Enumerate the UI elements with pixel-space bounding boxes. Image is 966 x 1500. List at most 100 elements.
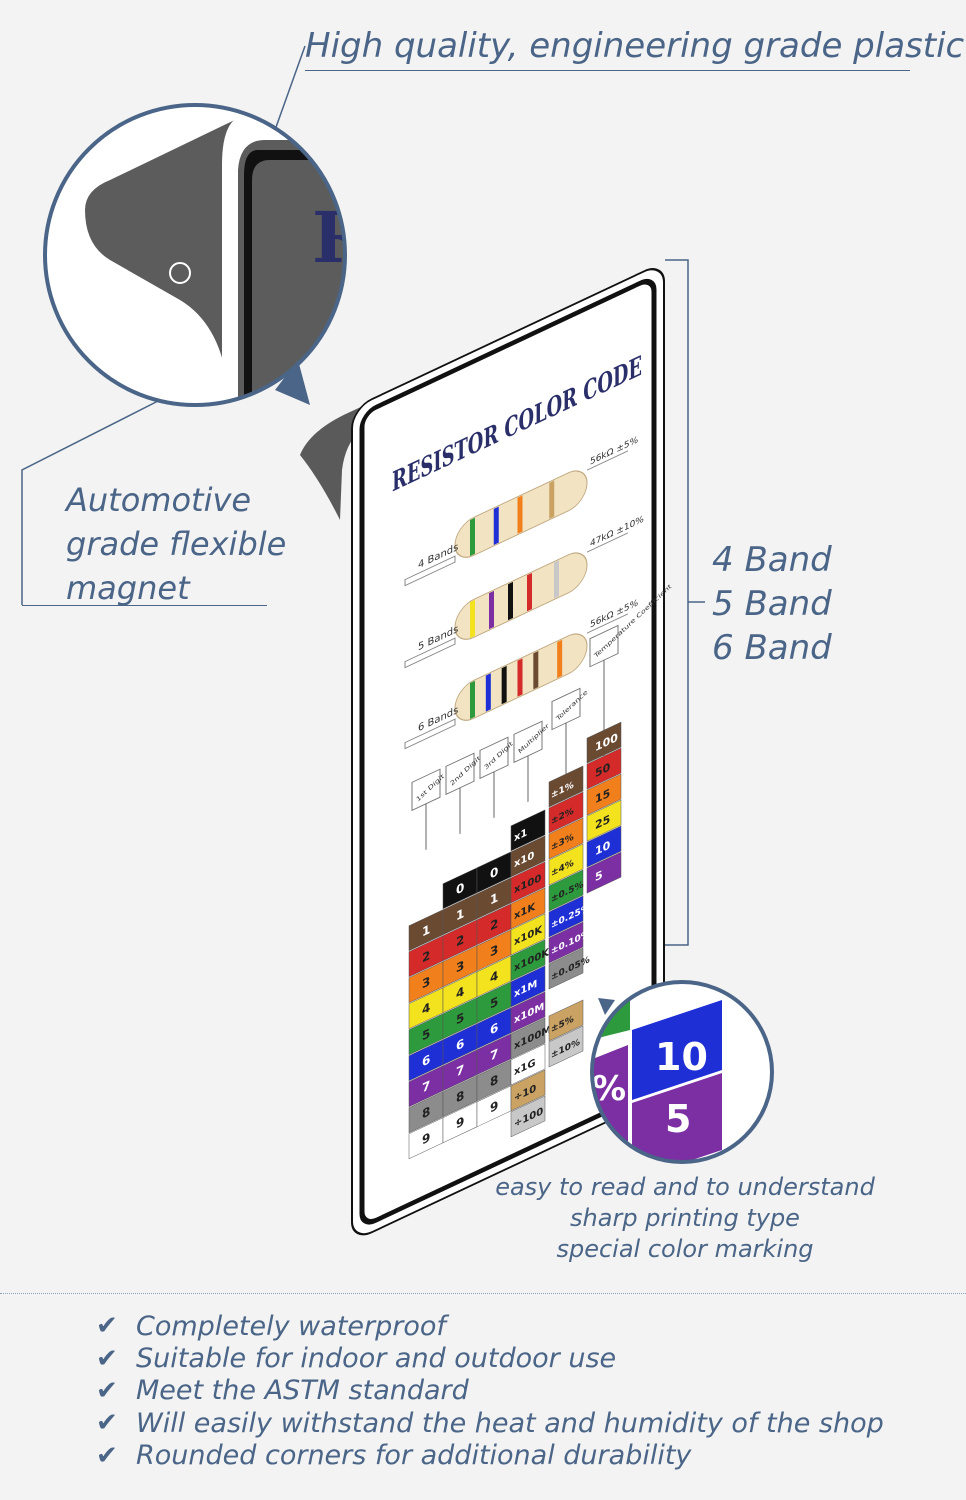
zoom-value-5: 5 xyxy=(665,1097,691,1141)
resistor-band xyxy=(470,517,475,557)
digit-label: 2 xyxy=(490,915,498,933)
digit-label: 1 xyxy=(422,921,430,939)
digit-label: 3 xyxy=(490,941,498,959)
resistor-band xyxy=(549,480,555,519)
digit-label: 6 xyxy=(422,1051,431,1069)
magnet-detail-circle xyxy=(169,262,191,284)
digit-label: 4 xyxy=(490,967,499,985)
detail-magnifier-ring xyxy=(590,980,774,1164)
resistor-band xyxy=(485,673,491,712)
magnet-callout-line-1: Automotive xyxy=(66,481,252,519)
feature-item: ✔Rounded corners for additional durabili… xyxy=(96,1440,692,1472)
digit-label: 7 xyxy=(490,1045,498,1063)
detail-pointer xyxy=(598,998,615,1015)
tolerance-cell xyxy=(548,895,584,938)
band-bracket xyxy=(665,259,689,946)
multiplier-cell xyxy=(510,991,546,1034)
band-6-label: 6 Band xyxy=(712,628,832,668)
digit-label: 9 xyxy=(456,1113,464,1131)
check-icon: ✔ xyxy=(96,1440,118,1471)
feature-item: ✔Will easily withstand the heat and humi… xyxy=(96,1407,884,1439)
section-divider xyxy=(0,1293,966,1294)
detail-magnifier: 10 5 % xyxy=(592,982,772,1162)
multiplier-cell xyxy=(510,913,546,956)
feature-item: ✔Suitable for indoor and outdoor use xyxy=(96,1343,617,1375)
check-icon: ✔ xyxy=(96,1311,118,1342)
note-line-1: easy to read and to understand xyxy=(495,1173,875,1201)
check-icon: ✔ xyxy=(96,1375,118,1406)
temp-coefficient-cell xyxy=(586,799,622,842)
magnet-callout-line-3: magnet xyxy=(66,569,190,607)
tolerance-cell xyxy=(548,817,584,860)
tolerance-cell xyxy=(548,947,584,990)
title-letter-closeup: R xyxy=(312,196,371,279)
digit-label: 7 xyxy=(456,1061,464,1079)
digit-label: 2 xyxy=(422,947,430,965)
resistor-band xyxy=(557,639,563,679)
magnet-callout-line-2: grade flexible xyxy=(66,525,287,563)
check-icon: ✔ xyxy=(96,1408,118,1439)
multiplier-cell xyxy=(510,809,546,852)
resistor-band xyxy=(493,506,499,545)
magnet-underline xyxy=(22,605,267,606)
resistor-band xyxy=(527,572,532,612)
temp-coefficient-label: 5 xyxy=(595,867,603,884)
digit-label: 3 xyxy=(456,957,464,975)
tolerance-cell xyxy=(548,765,584,808)
multiplier-cell xyxy=(510,939,546,982)
zoom-value-10: 10 xyxy=(655,1035,708,1079)
plastic-callout: High quality, engineering grade plastic xyxy=(305,26,965,66)
check-icon: ✔ xyxy=(96,1343,118,1374)
resistor-band xyxy=(533,650,539,690)
note-line-3: special color marking xyxy=(556,1235,814,1263)
digit-label: 8 xyxy=(490,1071,498,1089)
digit-label: 9 xyxy=(490,1097,498,1115)
tolerance-cell xyxy=(548,843,584,886)
tolerance-cell xyxy=(548,999,584,1042)
resistor-band xyxy=(517,658,523,697)
multiplier-cell xyxy=(510,1043,546,1086)
digit-label: 6 xyxy=(490,1019,499,1037)
multiplier-cell xyxy=(510,965,546,1008)
digit-label: 5 xyxy=(422,1025,430,1043)
magnet-leader xyxy=(21,399,161,605)
temp-coefficient-cell xyxy=(586,851,622,894)
digit-label: 8 xyxy=(456,1087,464,1105)
resistor-band xyxy=(517,495,523,534)
band-4-label: 4 Band xyxy=(712,540,832,580)
edge-magnifier-ring xyxy=(43,103,347,407)
resistor-band xyxy=(470,599,475,639)
digit-label: 0 xyxy=(456,879,465,897)
callout-underline xyxy=(305,70,910,71)
edge-magnifier: R xyxy=(45,105,371,405)
multiplier-cell xyxy=(510,887,546,930)
value-line xyxy=(587,613,628,634)
label-bracket xyxy=(404,555,456,587)
feature-list: ✔Completely waterproof ✔Suitable for ind… xyxy=(96,1310,884,1472)
magnet-callout: Automotive grade flexible magnet xyxy=(66,478,286,610)
digit-label: 8 xyxy=(422,1103,430,1121)
temp-coefficient-cell xyxy=(586,747,622,790)
plastic-edge xyxy=(222,115,345,405)
digit-label: 0 xyxy=(490,863,499,881)
temp-coefficient-cell xyxy=(586,721,622,764)
magnifier-pointer xyxy=(275,360,310,405)
multiplier-cell xyxy=(510,835,546,878)
tolerance-cell xyxy=(548,791,584,834)
label-bracket xyxy=(404,637,456,669)
resistor-band xyxy=(554,560,559,599)
resistor-band xyxy=(501,665,507,705)
digit-label: 5 xyxy=(490,993,498,1011)
feature-item: ✔Meet the ASTM standard xyxy=(96,1375,469,1407)
digit-label: 1 xyxy=(490,889,498,907)
digit-label: 4 xyxy=(422,999,431,1017)
tolerance-cell xyxy=(548,1025,584,1068)
feature-item: ✔Completely waterproof xyxy=(96,1310,446,1342)
tolerance-cell xyxy=(548,921,584,964)
color-code-grid: 12345678901234567890123456789x1x10x100x1… xyxy=(408,721,622,1160)
value-line xyxy=(587,450,628,471)
digit-label: 5 xyxy=(456,1009,464,1027)
band-callout: 4 Band 5 Band 6 Band xyxy=(712,538,832,670)
note-line-2: sharp printing type xyxy=(570,1204,800,1232)
